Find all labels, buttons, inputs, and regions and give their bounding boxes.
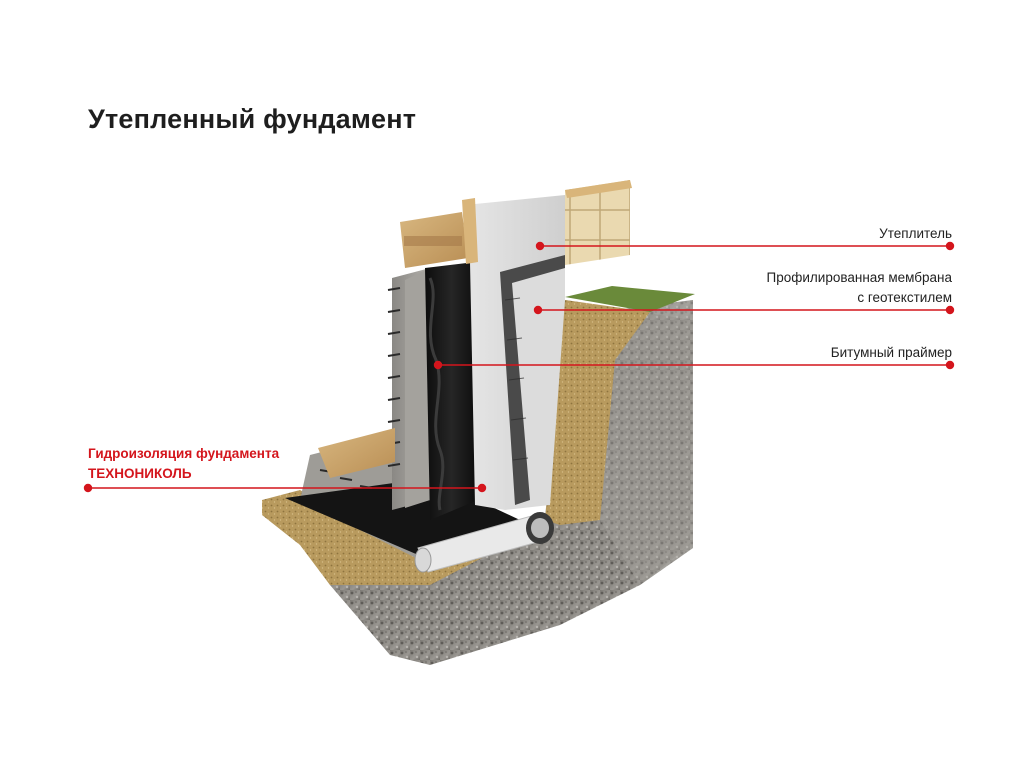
label-primer-text: Битумный праймер <box>830 345 952 360</box>
profiled-membrane <box>500 255 565 505</box>
page-title: Утепленный фундамент <box>88 104 417 134</box>
label-waterproofing: Гидроизоляция фундамента ТЕХНОНИКОЛЬ <box>88 444 348 484</box>
leader-dot-primer-start <box>433 360 443 370</box>
label-insulation: Утеплитель <box>700 224 952 244</box>
grass-strip <box>565 286 695 312</box>
drainage-pipe <box>414 512 554 573</box>
tile-wall <box>565 180 630 265</box>
label-primer: Битумный праймер <box>700 343 952 363</box>
label-membrane: Профилированная мембрана с геотекстилем <box>660 268 952 308</box>
label-insulation-text: Утеплитель <box>879 226 952 241</box>
leader-dot-waterproofing-end <box>477 483 487 493</box>
sand-backfill <box>545 300 650 525</box>
leader-dot-insulation-end <box>945 241 955 251</box>
insulation-board <box>465 195 565 510</box>
edge-board <box>462 198 478 264</box>
label-membrane-line1: Профилированная мембрана <box>766 270 952 285</box>
label-waterproofing-line1: Гидроизоляция фундамента <box>88 446 280 461</box>
wall-waterproofing <box>425 262 478 520</box>
label-membrane-line2: с геотекстилем <box>857 290 952 305</box>
wood-floor-lower <box>318 428 395 478</box>
leader-dot-membrane-start <box>533 305 543 315</box>
leader-dot-membrane-end <box>945 305 955 315</box>
leader-dot-waterproofing-start <box>83 483 93 493</box>
leader-dot-primer-end <box>945 360 955 370</box>
leader-dot-insulation-start <box>535 241 545 251</box>
label-waterproofing-line2: ТЕХНОНИКОЛЬ <box>88 466 192 481</box>
